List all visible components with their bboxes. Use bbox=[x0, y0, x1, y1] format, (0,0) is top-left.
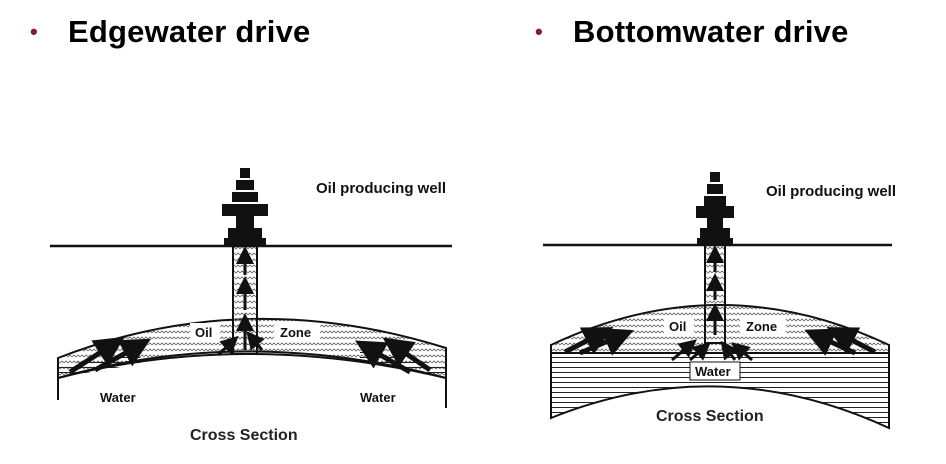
bottomwater-heading: • Bottomwater drive bbox=[535, 14, 849, 50]
water-label: Water bbox=[695, 364, 731, 379]
wellhead-icon bbox=[222, 168, 268, 246]
water-right-label: Water bbox=[360, 390, 396, 405]
bullet-icon: • bbox=[535, 19, 543, 44]
water-flow-arrows bbox=[68, 331, 432, 375]
oil-producing-well-label: Oil producing well bbox=[316, 180, 446, 197]
oil-producing-well-label: Oil producing well bbox=[766, 183, 896, 200]
edgewater-title: Edgewater drive bbox=[68, 14, 311, 49]
cross-section-caption: Cross Section bbox=[190, 427, 298, 444]
bottomwater-diagram: Oil Zone Water Oil producing well Cross … bbox=[543, 172, 896, 430]
oil-label: Oil bbox=[195, 325, 212, 340]
water-layer bbox=[550, 352, 890, 430]
edgewater-heading: • Edgewater drive bbox=[30, 14, 310, 50]
zone-label: Zone bbox=[746, 319, 777, 334]
water-left-label: Water bbox=[100, 390, 136, 405]
oil-label: Oil bbox=[669, 319, 686, 334]
edgewater-diagram: Oil Zone Oil producing well Water Water … bbox=[50, 168, 452, 444]
zone-label: Zone bbox=[280, 325, 311, 340]
bullet-icon: • bbox=[30, 19, 38, 44]
bottomwater-title: Bottomwater drive bbox=[573, 14, 849, 49]
wellhead-icon bbox=[696, 172, 734, 245]
cross-section-caption: Cross Section bbox=[656, 408, 764, 425]
water-flow-arrows bbox=[563, 327, 877, 362]
